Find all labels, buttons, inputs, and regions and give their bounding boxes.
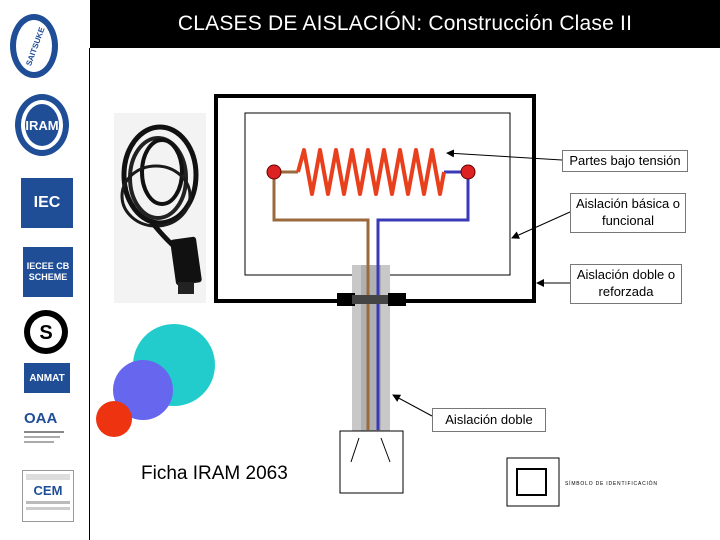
symbol-caption: SÍMBOLO DE IDENTIFICACIÓN [565, 481, 658, 487]
arrow-double-insulation [393, 395, 432, 416]
terminal-right [461, 165, 475, 179]
plug-caption: Ficha IRAM 2063 [141, 463, 288, 485]
power-cord-photo [114, 113, 206, 303]
label-reinforced-insulation: Aislación doble o reforzada [570, 264, 682, 304]
label-live-parts: Partes bajo tensión [562, 150, 688, 172]
plug-outline [340, 431, 403, 493]
arrow-basic-insulation [512, 212, 570, 238]
grommet-right [388, 293, 406, 306]
terminal-left [267, 165, 281, 179]
heating-element [298, 150, 444, 194]
arrow-live-parts [447, 153, 562, 160]
label-basic-insulation: Aislación básica o funcional [570, 193, 686, 233]
class-ii-symbol-inner [517, 469, 546, 495]
label-double-insulation: Aislación doble [432, 408, 546, 432]
circle-red [96, 401, 132, 437]
